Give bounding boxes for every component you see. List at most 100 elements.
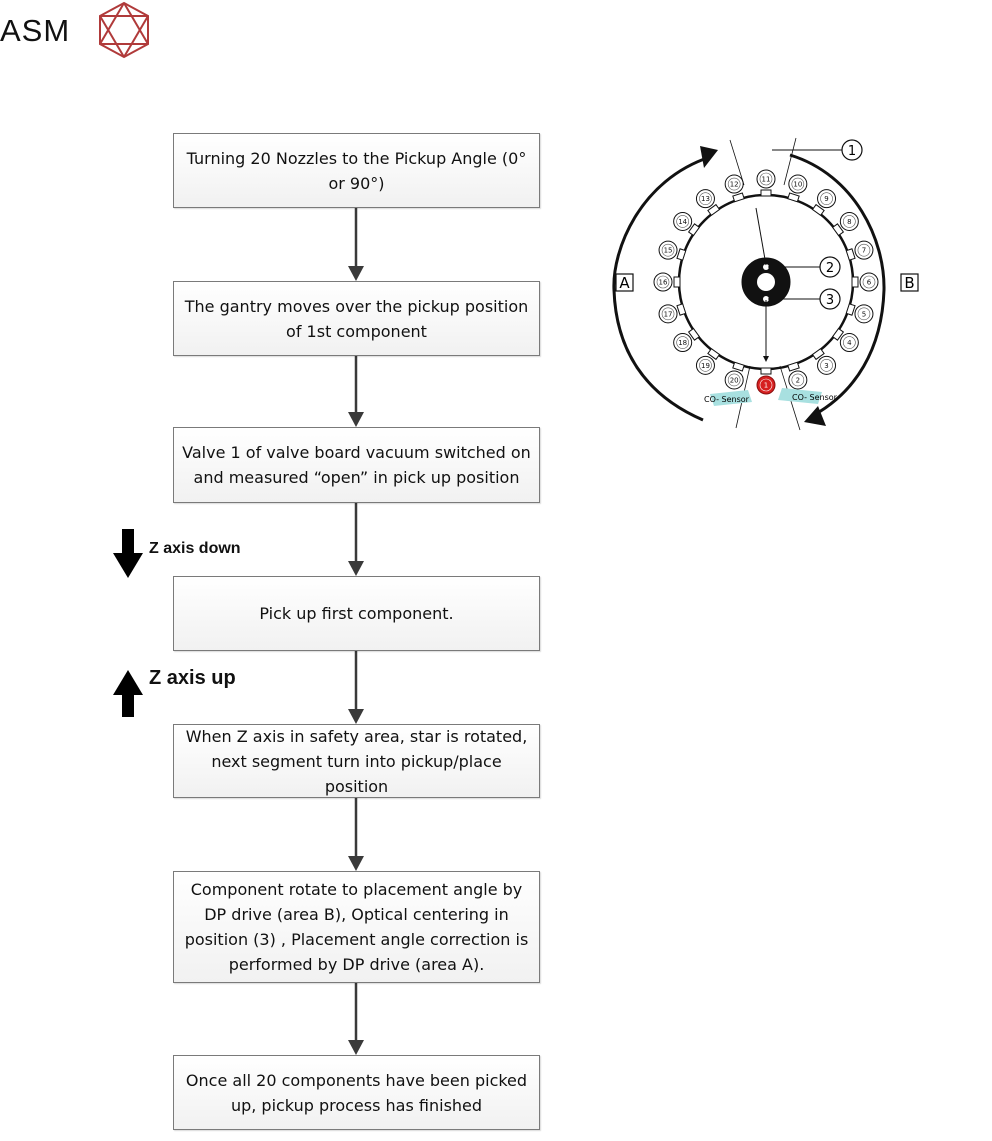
z-up-arrow-icon [113,670,143,717]
nozzle-tab-12 [732,192,745,203]
nozzle-tab-11 [760,189,772,197]
z-axis-down-label: Z axis down [149,540,241,557]
nozzle-label-16: 16 [659,279,668,287]
nozzle-20 [724,370,744,390]
nozzle-ring-1 [759,378,773,392]
nozzle-11 [756,169,776,189]
nozzle-tab-3 [811,347,825,361]
nozzle-ring-11 [759,172,773,186]
nozzle-tab-6 [851,276,859,288]
callout-2 [819,256,841,278]
nozzle-label-2: 2 [796,376,800,384]
flow-step-5: When Z axis in safety area, star is rota… [173,724,540,798]
nozzle-19 [695,355,715,375]
nozzle-label-5: 5 [862,310,866,318]
nozzle-ring-5 [857,307,871,321]
area-a-label: A [619,274,630,292]
nozzle-label-14: 14 [678,218,687,226]
nozzle-ring-3 [820,359,833,372]
area-b-label: B [904,274,914,292]
nozzle-tab-7 [845,248,856,261]
nozzle-ring-13 [699,192,712,205]
nozzle-ring-12 [727,177,741,191]
nozzle-16 [653,272,673,292]
flow-step-6: Component rotate to placement angle by D… [173,871,540,983]
callout-3-label: 3 [826,293,834,308]
nozzle-12 [724,174,744,194]
callout-1-label: 1 [848,144,856,159]
nozzle-ring-16 [656,275,670,289]
nozzle-tab-2 [787,361,800,372]
flow-step-1: Turning 20 Nozzles to the Pickup Angle (… [173,133,540,208]
area-b-box [900,273,919,292]
nozzle-label-1: 1 [764,382,768,390]
flow-step-3: Valve 1 of valve board vacuum switched o… [173,427,540,503]
nozzle-tab-18 [687,327,701,341]
co-sensor-left-icon [710,390,752,406]
nozzle-2 [788,370,808,390]
rotation-arrow-a [612,155,711,422]
nozzle-label-11: 11 [762,176,771,184]
nozzle-label-20: 20 [730,376,739,384]
nozzle-label-9: 9 [824,195,828,203]
nozzle-6 [859,272,879,292]
co-sensor-right-label: CO- Sensor [792,393,838,402]
nozzle-ring-17 [661,307,675,321]
nozzle-ring-9 [820,192,833,205]
flow-step-4: Pick up first component. [173,576,540,651]
logo-hexagon-icon [99,1,149,59]
z-axis-up-label: Z axis up [149,667,236,689]
nozzle-5 [854,304,874,324]
nozzle-ring-10 [791,177,805,191]
nozzle-label-13: 13 [701,195,710,203]
nozzle-ring-7 [857,243,871,257]
nozzle-8 [839,211,859,231]
nozzle-tab-9 [811,203,825,217]
nozzle-label-6: 6 [867,279,872,287]
z-down-arrow-icon [113,529,143,578]
nozzle-9 [817,189,837,209]
co-sensor-left-label: CO- Sensor [704,395,750,404]
nozzle-17 [658,304,678,324]
nozzle-label-7: 7 [862,247,866,255]
nozzle-label-12: 12 [730,181,739,189]
nozzle-14 [673,211,693,231]
nozzle-15 [658,240,678,260]
nozzle-label-3: 3 [824,362,828,370]
nozzle-tab-20 [732,361,745,372]
nozzle-tab-17 [676,303,687,316]
nozzle-tab-15 [676,248,687,261]
nozzle-tab-16 [673,276,681,288]
nozzle-label-10: 10 [793,181,802,189]
callout-2-label: 2 [826,261,834,276]
nozzle-3 [817,355,837,375]
nozzle-tab-8 [831,223,845,237]
nozzle-7 [854,240,874,260]
nozzle-label-8: 8 [847,218,851,226]
nozzle-tab-19 [707,347,721,361]
nozzle-tab-4 [831,327,845,341]
nozzle-ring-18 [676,336,689,349]
nozzle-label-4: 4 [847,339,852,347]
nozzle-ring-2 [791,373,805,387]
area-a-box [615,273,634,292]
callout-1 [841,139,863,161]
nozzle-tab-1 [760,367,772,375]
rotation-arrow-b [789,153,886,417]
nozzle-tab-10 [787,192,800,203]
nozzle-1 [756,375,776,395]
nozzle-10 [788,174,808,194]
nozzle-ring-20 [727,373,741,387]
flow-step-7: Once all 20 components have been picked … [173,1055,540,1130]
nozzle-label-15: 15 [664,247,673,255]
nozzle-ring-15 [661,243,675,257]
nozzle-ring-6 [862,275,876,289]
nozzle-tab-14 [687,223,701,237]
nozzle-label-18: 18 [678,339,687,347]
nozzle-label-17: 17 [664,310,673,318]
nozzle-label-19: 19 [701,362,710,370]
nozzle-18 [673,333,693,353]
nozzle-ring-4 [843,336,856,349]
